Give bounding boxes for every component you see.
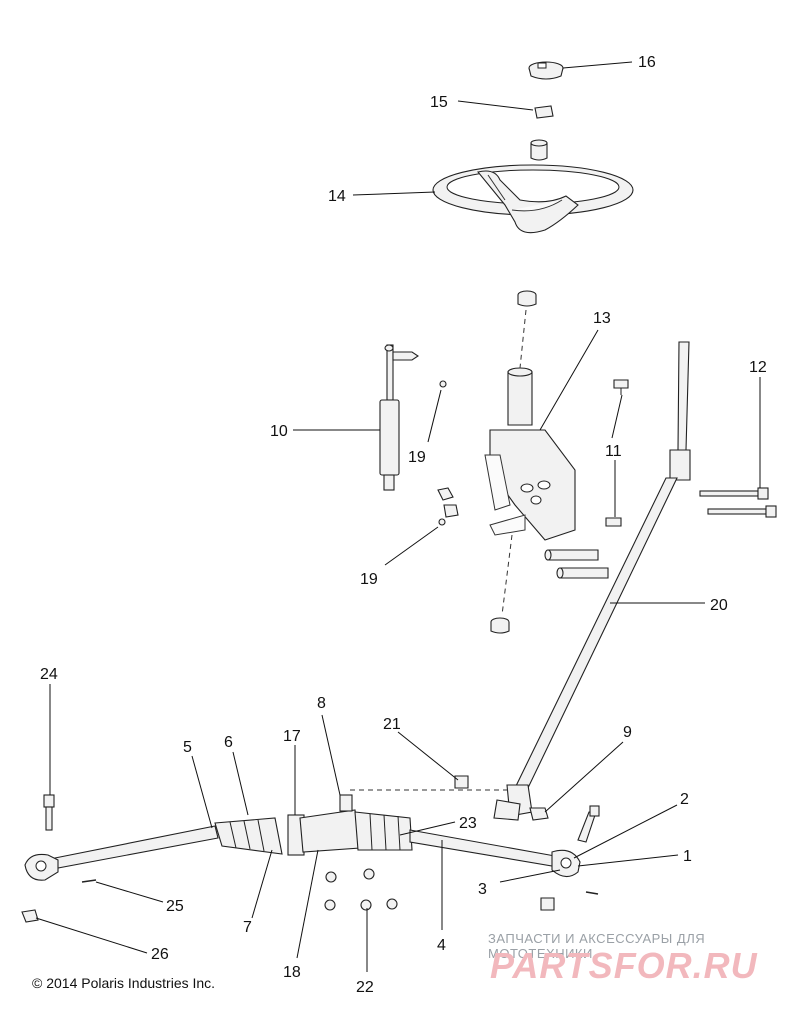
callout-10: 10 <box>270 423 288 440</box>
part-26-nut <box>21 897 555 923</box>
callout-7: 7 <box>243 919 252 936</box>
callout-15: 15 <box>430 94 448 111</box>
callout-20: 20 <box>710 597 728 614</box>
part-24-bolt <box>43 794 55 831</box>
callout-17: 17 <box>283 728 301 745</box>
callout-25: 25 <box>166 898 184 915</box>
callout-26: 26 <box>151 946 169 963</box>
part-25-cotter-pin <box>81 879 599 895</box>
callout-3: 3 <box>478 881 487 898</box>
part-11-bolts <box>605 379 629 527</box>
callout-23: 23 <box>459 815 477 832</box>
callout-19-upper: 19 <box>408 449 426 466</box>
part-21-nut <box>454 775 469 789</box>
callout-12: 12 <box>749 359 767 376</box>
copyright-notice: © 2014 Polaris Industries Inc. <box>32 975 216 991</box>
steering-rack-assembly <box>24 794 581 881</box>
watermark-tagline: ЗАПЧАСТИ И АКСЕССУАРЫ ДЛЯ МОТОТЕХНИКИ <box>488 931 706 961</box>
callout-labels: 1 2 3 4 5 6 7 8 9 10 11 12 13 14 15 16 1… <box>40 54 767 996</box>
callout-22: 22 <box>356 979 374 996</box>
callout-9: 9 <box>623 724 632 741</box>
part-12-long-bolts <box>699 487 777 518</box>
callout-4: 4 <box>437 937 446 954</box>
part-flange-nuts <box>437 487 459 518</box>
callout-2: 2 <box>680 791 689 808</box>
callout-19-lower: 19 <box>360 571 378 588</box>
callout-11: 11 <box>605 443 622 460</box>
callout-5: 5 <box>183 739 192 756</box>
part-2-bolt <box>577 805 600 843</box>
leader-lines <box>35 61 761 972</box>
part-20-steering-shaft <box>493 341 691 821</box>
callout-6: 6 <box>224 734 233 751</box>
callout-8: 8 <box>317 695 326 712</box>
callout-21: 21 <box>383 716 401 733</box>
part-9-bolt <box>529 807 549 821</box>
part-22-nuts <box>324 868 398 911</box>
watermark-logo-text: PARTSFOR.RU <box>490 945 758 984</box>
callout-16: 16 <box>638 54 656 71</box>
part-10-gas-strut <box>379 344 419 491</box>
part-spacer <box>530 139 548 161</box>
callout-13: 13 <box>593 310 611 327</box>
callout-14: 14 <box>328 188 346 205</box>
callout-24: 24 <box>40 666 58 683</box>
watermark-logo: PARTSFOR.RU <box>490 945 758 984</box>
callout-18: 18 <box>283 964 301 981</box>
callout-1: 1 <box>683 848 692 865</box>
part-13-column-bracket <box>484 290 609 634</box>
part-14-steering-wheel <box>432 164 634 234</box>
part-15-nut <box>534 105 554 119</box>
part-19-nut-upper <box>439 380 447 388</box>
part-19-nut-lower <box>438 518 446 526</box>
part-16-cap <box>528 61 564 80</box>
